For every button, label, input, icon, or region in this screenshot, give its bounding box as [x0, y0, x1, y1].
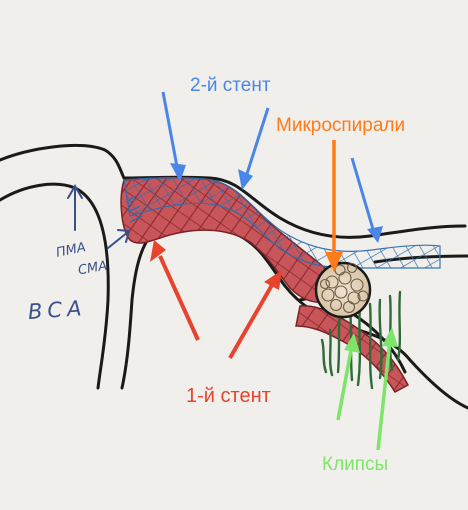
- aneurysm-microcoils: [314, 261, 372, 319]
- label-stent-2: 2-й стент: [190, 75, 271, 96]
- label-clips: Клипсы: [322, 454, 389, 475]
- arrows-clips: [336, 327, 398, 451]
- hand-arrows: [67, 184, 131, 249]
- label-vsa: ВСА: [27, 295, 88, 325]
- stent-2-mesh: [123, 177, 441, 269]
- arrows-stent-1: [150, 240, 282, 359]
- arrows-stent-2: [161, 91, 383, 243]
- arrow-microcoils: [325, 140, 343, 272]
- branch-hatch: [125, 195, 143, 223]
- label-stent-1: 1-й стент: [186, 385, 271, 407]
- label-microcoils: Микроспирали: [276, 115, 406, 136]
